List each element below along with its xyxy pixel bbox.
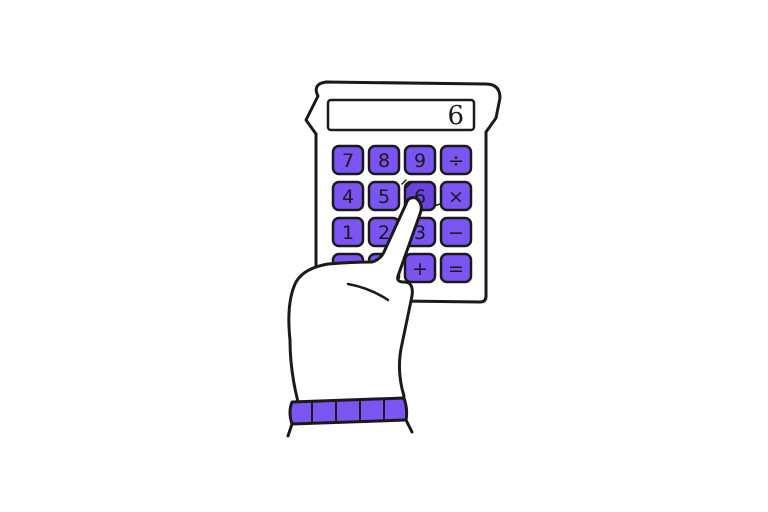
key-label: 3 (414, 222, 426, 244)
display-value: 6 (447, 101, 464, 131)
key-cap (439, 180, 473, 212)
key-2[interactable]: 8 (367, 144, 401, 176)
key-label: 1 (342, 222, 354, 244)
key-label: 8 (378, 150, 390, 172)
key-cap (367, 180, 401, 212)
key-cap (403, 252, 437, 284)
key-1[interactable]: 7 (331, 144, 365, 176)
key-label: 9 (414, 150, 426, 172)
key-8[interactable]: × (439, 180, 473, 212)
calculator-display (326, 98, 476, 132)
key-9[interactable]: 1 (331, 216, 365, 248)
key-3[interactable]: 9 (403, 144, 437, 176)
key-16[interactable]: = (439, 252, 473, 284)
key-label: = (448, 258, 464, 280)
key-label: + (412, 258, 428, 280)
key-4[interactable]: ÷ (439, 144, 473, 176)
key-cap (439, 216, 473, 248)
key-6[interactable]: 5 (367, 180, 401, 212)
key-15[interactable]: + (403, 252, 437, 284)
key-label: 2 (378, 222, 390, 244)
key-cap (439, 252, 473, 284)
key-cap (439, 144, 473, 176)
key-cap (331, 180, 365, 212)
key-label: − (448, 222, 464, 244)
key-label: × (448, 186, 464, 208)
key-cap (367, 144, 401, 176)
key-5[interactable]: 4 (331, 180, 365, 212)
key-label: 5 (378, 186, 390, 208)
key-cap (331, 216, 365, 248)
key-cap (331, 144, 365, 176)
key-12[interactable]: − (439, 216, 473, 248)
key-label: 4 (342, 186, 354, 208)
key-label: ÷ (448, 150, 464, 172)
key-label: 7 (342, 150, 354, 172)
press-sparkle-icon (401, 179, 441, 207)
key-cap (403, 144, 437, 176)
pointing-hand-icon (286, 196, 423, 438)
sleeve-cuff (288, 396, 409, 426)
